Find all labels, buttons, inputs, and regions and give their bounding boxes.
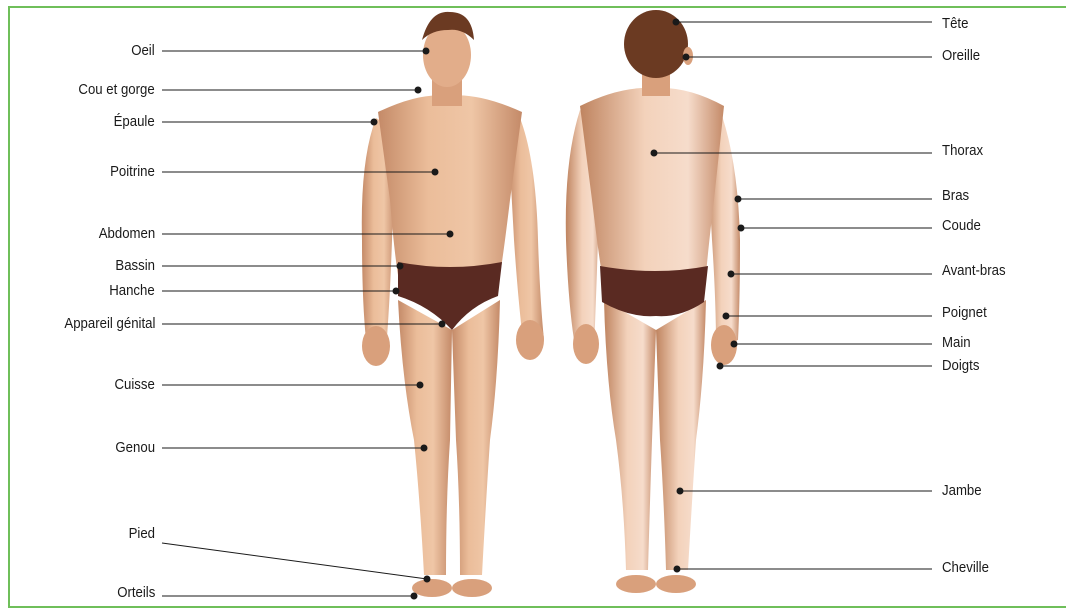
back-briefs <box>600 266 708 316</box>
back-left-hand <box>573 324 599 364</box>
label-doigts: Doigts <box>942 357 979 375</box>
dot-avant-bras <box>728 271 734 277</box>
label-tete: Tête <box>942 15 968 33</box>
label-bassin: Bassin <box>115 257 155 275</box>
label-orteils: Orteils <box>117 584 155 602</box>
front-right-hand <box>362 326 390 366</box>
dot-epaule <box>371 119 377 125</box>
front-left-hand <box>516 320 544 360</box>
dot-cuisse <box>417 382 423 388</box>
dot-genou <box>421 445 427 451</box>
label-hanche: Hanche <box>110 282 155 300</box>
dot-abdomen <box>447 231 453 237</box>
dot-orteils <box>411 593 417 599</box>
label-thorax: Thorax <box>942 142 983 160</box>
front-left-leg <box>452 300 500 575</box>
label-coude: Coude <box>942 217 981 235</box>
label-cheville: Cheville <box>942 559 989 577</box>
front-figure <box>362 12 544 597</box>
label-abdomen: Abdomen <box>98 225 155 243</box>
dot-hanche <box>393 288 399 294</box>
dot-poitrine <box>432 169 438 175</box>
front-right-leg <box>398 300 452 575</box>
label-bras: Bras <box>942 187 969 205</box>
label-cou-et-gorge: Cou et gorge <box>79 81 155 99</box>
dot-pied <box>424 576 430 582</box>
front-right-foot <box>412 579 452 597</box>
label-pied: Pied <box>129 525 155 543</box>
label-main: Main <box>942 334 971 352</box>
dot-bassin <box>397 263 403 269</box>
back-torso <box>580 88 724 275</box>
dot-main <box>731 341 737 347</box>
label-oreille: Oreille <box>942 47 980 65</box>
label-poignet: Poignet <box>942 304 987 322</box>
label-genou: Genou <box>115 439 155 457</box>
dot-thorax <box>651 150 657 156</box>
label-cuisse: Cuisse <box>115 376 155 394</box>
front-torso <box>378 95 522 275</box>
dot-cou <box>415 87 421 93</box>
label-oeil: Oeil <box>132 42 155 60</box>
dot-coude <box>738 225 744 231</box>
dot-doigts <box>717 363 723 369</box>
dot-bras <box>735 196 741 202</box>
back-left-leg <box>604 300 656 570</box>
label-appareil-genital: Appareil génital <box>64 315 155 333</box>
back-right-leg <box>656 300 706 570</box>
dot-genital <box>439 321 445 327</box>
dot-poignet <box>723 313 729 319</box>
back-left-foot <box>616 575 656 593</box>
label-poitrine: Poitrine <box>110 163 155 181</box>
front-left-foot <box>452 579 492 597</box>
dot-jambe <box>677 488 683 494</box>
label-avant-bras: Avant-bras <box>942 262 1006 280</box>
dot-oeil <box>423 48 429 54</box>
back-figure <box>566 10 740 593</box>
dot-cheville <box>674 566 680 572</box>
back-right-foot <box>656 575 696 593</box>
dot-tete <box>673 19 679 25</box>
label-jambe: Jambe <box>942 482 982 500</box>
dot-oreille <box>683 54 689 60</box>
label-epaule: Épaule <box>114 113 155 131</box>
